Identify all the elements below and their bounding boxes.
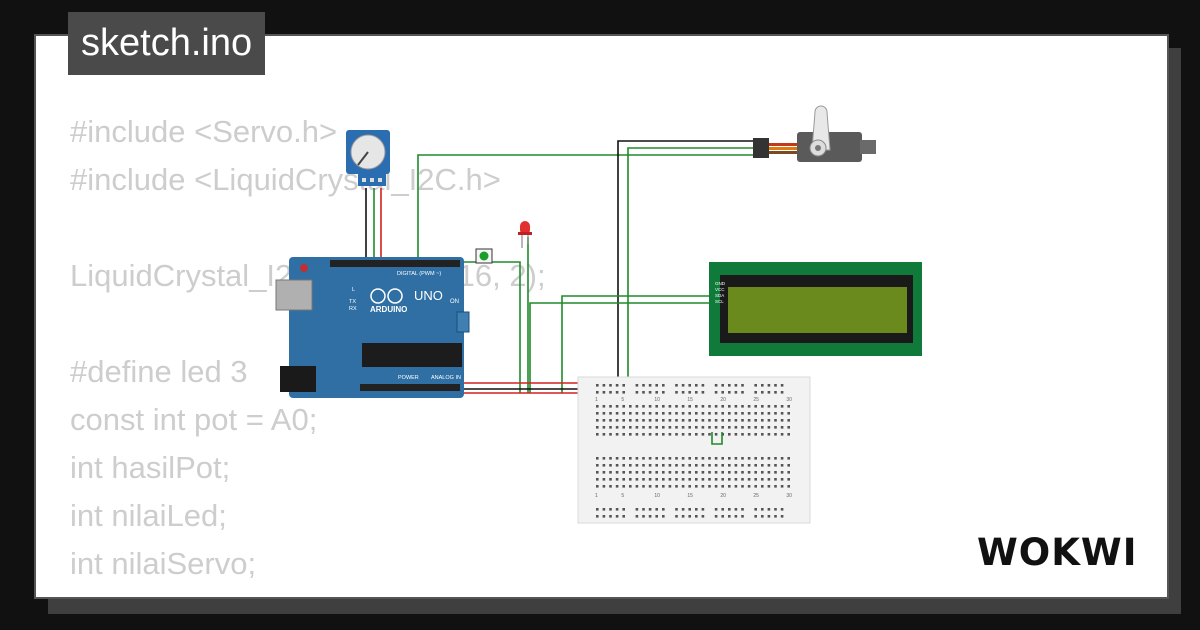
code-line: int hasilPot; xyxy=(70,450,231,485)
breadboard-column-label: 10 xyxy=(654,493,660,499)
led[interactable] xyxy=(518,221,532,248)
power-label: POWER xyxy=(398,375,419,381)
arduino-model: UNO xyxy=(414,288,443,303)
breadboard-column-label: 20 xyxy=(720,493,726,499)
analog-label: ANALOG IN xyxy=(431,375,461,381)
digital-label: DIGITAL (PWM ~) xyxy=(397,271,441,277)
breadboard-column-label: 25 xyxy=(753,397,759,403)
code-line: #include <Servo.h> xyxy=(70,114,338,149)
breadboard-column-label: 25 xyxy=(753,493,759,499)
usb-port xyxy=(275,279,313,311)
breadboard-column-label: 30 xyxy=(786,493,792,499)
potentiometer[interactable] xyxy=(346,130,390,186)
wire-servo-gnd xyxy=(627,147,760,393)
page-title: sketch.ino xyxy=(68,12,266,75)
breadboard-column-label: 20 xyxy=(720,397,726,403)
rx-label: RX xyxy=(349,306,357,312)
power-jack xyxy=(280,366,316,392)
breadboard-column-label: 5 xyxy=(621,493,624,499)
breadboard-column-label: 15 xyxy=(687,493,693,499)
breadboard-column-label: 1 xyxy=(595,397,598,403)
wire-lcd-sda xyxy=(561,295,712,393)
arduino-brand: ARDUINO xyxy=(370,305,407,314)
wire-lcd-scl xyxy=(529,302,712,393)
code-line: const int pot = A0; xyxy=(70,402,318,437)
reset-button xyxy=(300,264,308,272)
breadboard-column-label: 10 xyxy=(654,397,660,403)
lcd-pin-label: SDA xyxy=(715,293,724,298)
wire-servo-power xyxy=(617,140,760,393)
tx-label: TX xyxy=(349,299,356,305)
on-label: ON xyxy=(450,299,459,305)
wire-led-anode xyxy=(463,261,521,393)
wokwi-logo: WOKWI xyxy=(977,531,1138,574)
lcd-pin-label: SCL xyxy=(715,299,724,304)
push-button[interactable] xyxy=(475,248,493,264)
chip xyxy=(362,343,462,367)
breadboard-column-label: 15 xyxy=(687,397,693,403)
code-line: int nilaiServo; xyxy=(70,546,257,581)
code-line: #define led 3 xyxy=(70,354,248,389)
servo-motor[interactable] xyxy=(753,105,876,162)
breadboard-column-label: 1 xyxy=(595,493,598,499)
l-label: L xyxy=(352,287,355,293)
lcd-pin-label: GND xyxy=(715,281,726,286)
breadboard-column-label: 30 xyxy=(786,397,792,403)
code-line: int nilaiLed; xyxy=(70,498,227,533)
wire-servo-signal xyxy=(417,154,760,262)
arduino-uno[interactable]: DIGITAL (PWM ~) ARDUINO UNO ON TX RX L P… xyxy=(275,257,470,398)
breadboard-column-label: 5 xyxy=(621,397,624,403)
svg-text:WOKWI: WOKWI xyxy=(977,531,1138,574)
lcd-pin-label: VCC xyxy=(715,287,725,292)
breadboard-jumper xyxy=(711,432,723,445)
